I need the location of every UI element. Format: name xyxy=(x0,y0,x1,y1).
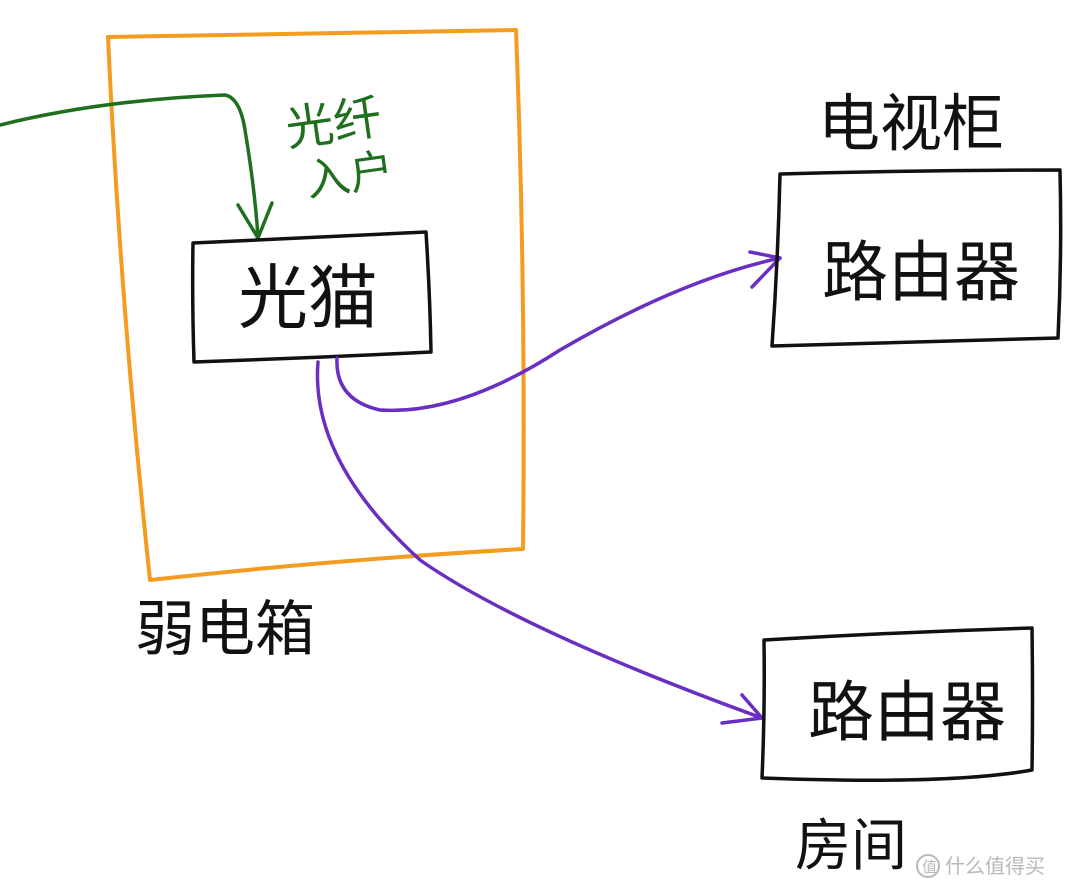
modem-label: 光猫 xyxy=(238,257,378,339)
weak-box-label: 弱电箱 xyxy=(135,595,315,665)
tv-cabinet-label: 电视柜 xyxy=(818,87,1004,160)
room-router-box xyxy=(760,626,1035,782)
room-router-label: 路由器 xyxy=(808,674,1006,751)
watermark-text: 什么值得买 xyxy=(945,854,1045,878)
cable-to-tv-router xyxy=(335,256,782,413)
weak-box-border xyxy=(106,28,526,582)
cable-to-room-router xyxy=(315,360,764,720)
fiber-line xyxy=(0,93,260,240)
fiber-label-line1: 光纤 xyxy=(282,89,385,158)
watermark: 值 什么值得买 xyxy=(916,854,1045,878)
fiber-label-line2: 入户 xyxy=(303,144,397,207)
room-cable-arrowhead xyxy=(720,693,764,725)
tv-router-box xyxy=(770,168,1063,348)
watermark-logo-glyph: 值 xyxy=(922,858,937,876)
watermark-logo-icon xyxy=(916,854,940,878)
tv-cable-arrowhead xyxy=(748,250,782,289)
fiber-arrowhead xyxy=(236,201,274,240)
tv-router-label: 路由器 xyxy=(822,234,1020,311)
room-label: 房间 xyxy=(795,814,907,879)
modem-box xyxy=(190,230,433,364)
